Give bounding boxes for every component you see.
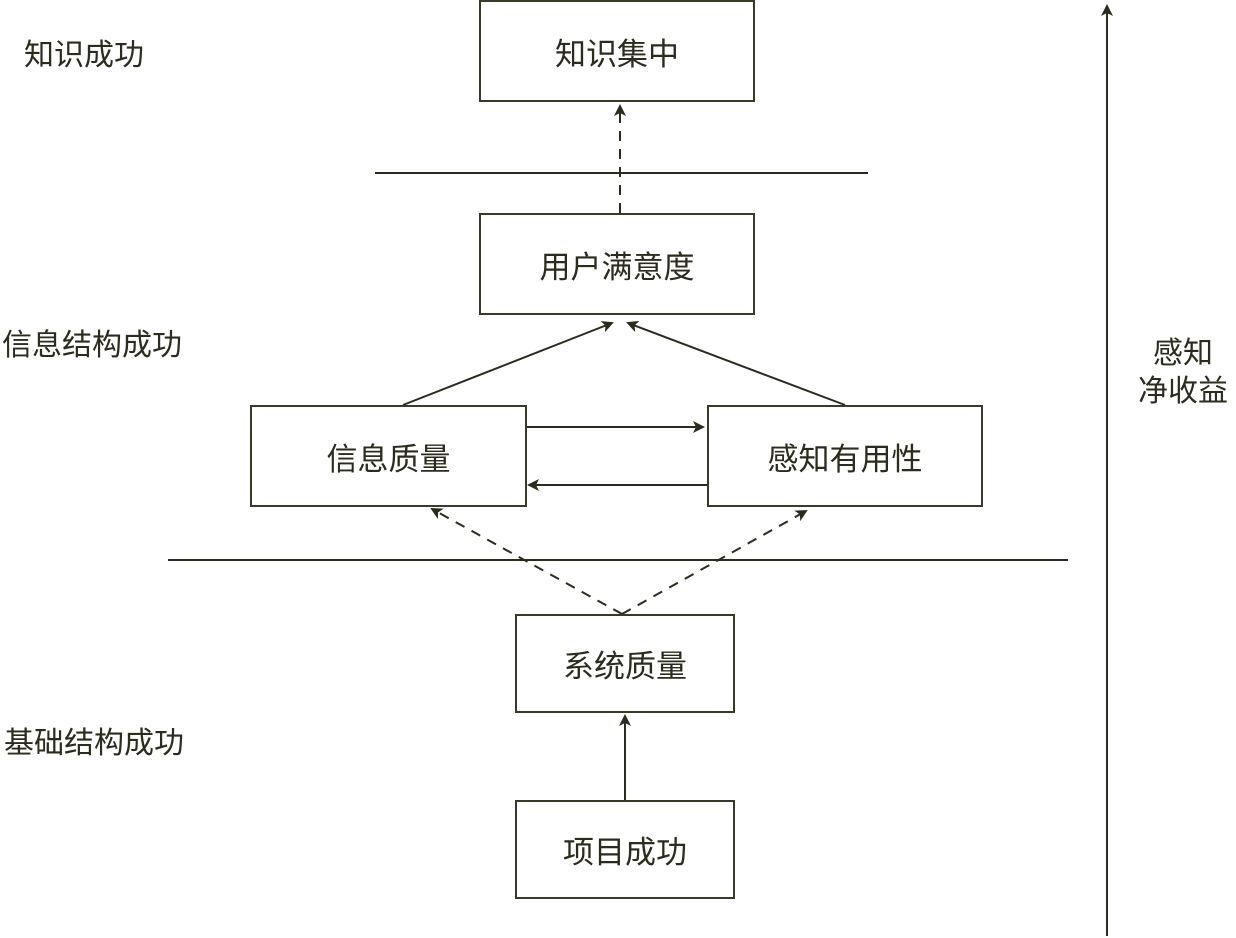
arrow-info-quality-to-satisfaction <box>402 321 614 406</box>
box-knowledge-concentration: 知识集中 <box>479 0 755 102</box>
box-perceived-usefulness-label: 感知有用性 <box>767 441 923 478</box>
box-user-satisfaction: 用户满意度 <box>479 213 755 315</box>
box-information-quality-label: 信息质量 <box>326 441 451 478</box>
arrow-usefulness-to-satisfaction <box>626 320 846 406</box>
box-information-quality: 信息质量 <box>250 405 527 507</box>
box-knowledge-concentration-label: 知识集中 <box>555 36 679 73</box>
level-label-knowledge: 知识成功 <box>24 38 144 73</box>
box-system-quality-label: 系统质量 <box>563 649 687 685</box>
box-project-success-label: 项目成功 <box>563 835 687 871</box>
arrow-system-to-usefulness <box>621 510 808 615</box>
net-benefit-axis-label: 感知 净收益 <box>1130 335 1236 411</box>
box-system-quality: 系统质量 <box>515 614 735 713</box>
arrow-system-to-info-quality <box>430 508 623 615</box>
box-user-satisfaction-label: 用户满意度 <box>539 249 695 286</box>
net-benefit-axis-label-line1: 感知 <box>1153 336 1213 371</box>
net-benefit-axis-label-line2: 净收益 <box>1138 374 1228 409</box>
level-label-infrastructure: 基础结构成功 <box>4 726 184 761</box>
box-perceived-usefulness: 感知有用性 <box>707 405 983 507</box>
box-project-success: 项目成功 <box>515 800 735 899</box>
level-label-information: 信息结构成功 <box>2 328 182 363</box>
